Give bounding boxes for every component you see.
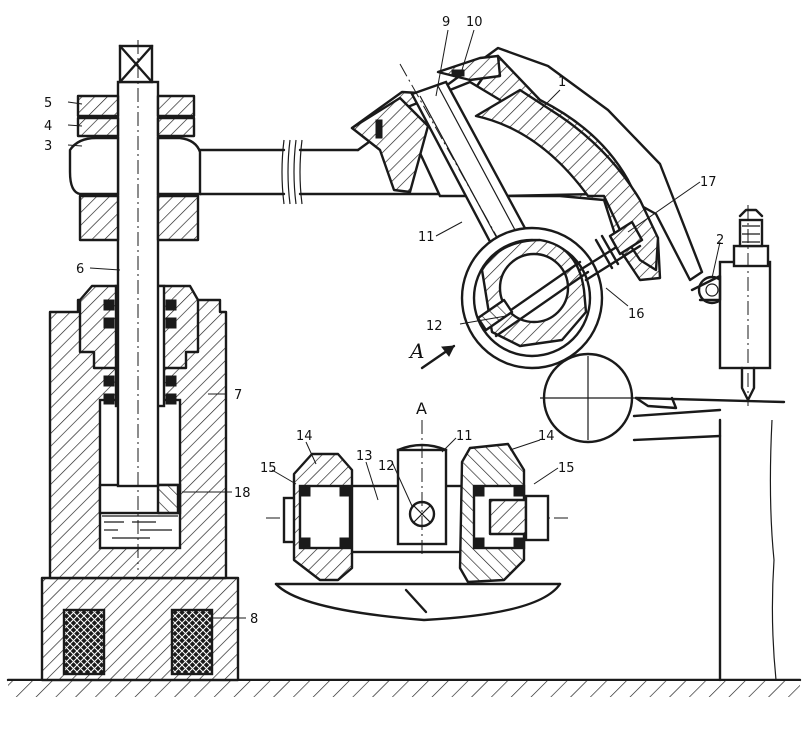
label-12-section: 12 xyxy=(378,459,395,474)
leader-lines xyxy=(67,29,721,619)
label-2: 2 xyxy=(716,233,724,248)
support-table xyxy=(632,396,786,442)
ground-base xyxy=(6,678,802,697)
vertical-rod xyxy=(116,40,160,570)
label-11-section: 11 xyxy=(456,429,473,444)
label-8: 8 xyxy=(250,612,258,627)
work-roll xyxy=(540,352,636,444)
label-18: 18 xyxy=(234,486,251,501)
label-14-left: 14 xyxy=(296,429,313,444)
label-5: 5 xyxy=(44,96,52,111)
label-7: 7 xyxy=(234,388,242,403)
label-15-right: 15 xyxy=(558,461,575,476)
label-9: 9 xyxy=(442,15,450,30)
adjusting-screw xyxy=(578,220,644,282)
label-13: 13 xyxy=(356,449,373,464)
label-10: 10 xyxy=(466,15,483,30)
crank-ring xyxy=(460,226,604,370)
label-11: 11 xyxy=(418,230,435,245)
label-3: 3 xyxy=(44,139,52,154)
label-15-left: 15 xyxy=(260,461,277,476)
view-arrow-a xyxy=(420,344,456,370)
label-16: 16 xyxy=(628,307,645,322)
right-column xyxy=(690,205,777,682)
foundation-block xyxy=(40,576,240,682)
section-title: A xyxy=(416,399,427,418)
label-17: 17 xyxy=(700,175,717,190)
nut-stack xyxy=(68,94,202,242)
label-12: 12 xyxy=(426,319,443,334)
label-4: 4 xyxy=(44,119,52,134)
label-14-right: 14 xyxy=(538,429,555,444)
view-arrow-label: A xyxy=(408,339,424,363)
label-6: 6 xyxy=(76,262,84,277)
label-1: 1 xyxy=(558,75,566,90)
section-a-assembly xyxy=(266,420,572,622)
